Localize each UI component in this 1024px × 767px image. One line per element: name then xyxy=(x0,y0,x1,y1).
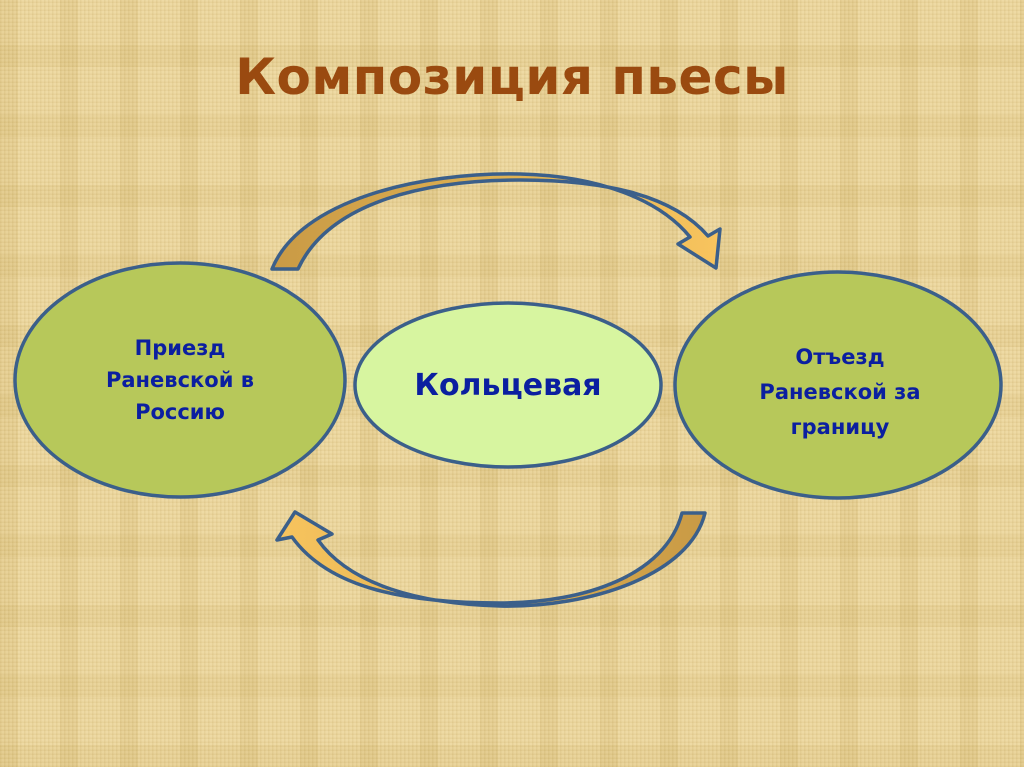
node-departure-label: Отъезд Раневской за границу xyxy=(710,332,970,452)
bottom-curved-arrow-icon xyxy=(275,510,707,608)
node-arrival-label: Приезд Раневской в Россию xyxy=(60,320,300,440)
slide-title: Композиция пьесы xyxy=(235,48,789,106)
node-departure-line-1: Отъезд xyxy=(795,344,885,369)
node-arrival-line-3: Россию xyxy=(135,400,225,424)
node-ring-ellipse xyxy=(353,301,663,469)
top-curved-arrow-icon xyxy=(270,172,722,271)
node-departure-ellipse xyxy=(673,270,1003,500)
node-arrival-line-2: Раневской в xyxy=(105,368,255,392)
node-departure-line-2: Раневской за xyxy=(759,379,921,404)
node-departure-line-3: границу xyxy=(790,414,890,439)
node-ring-label: Кольцевая xyxy=(368,355,648,415)
node-arrival-ellipse xyxy=(13,261,347,499)
node-ring-text: Кольцевая xyxy=(414,367,602,403)
node-arrival-line-1: Приезд xyxy=(134,336,226,360)
